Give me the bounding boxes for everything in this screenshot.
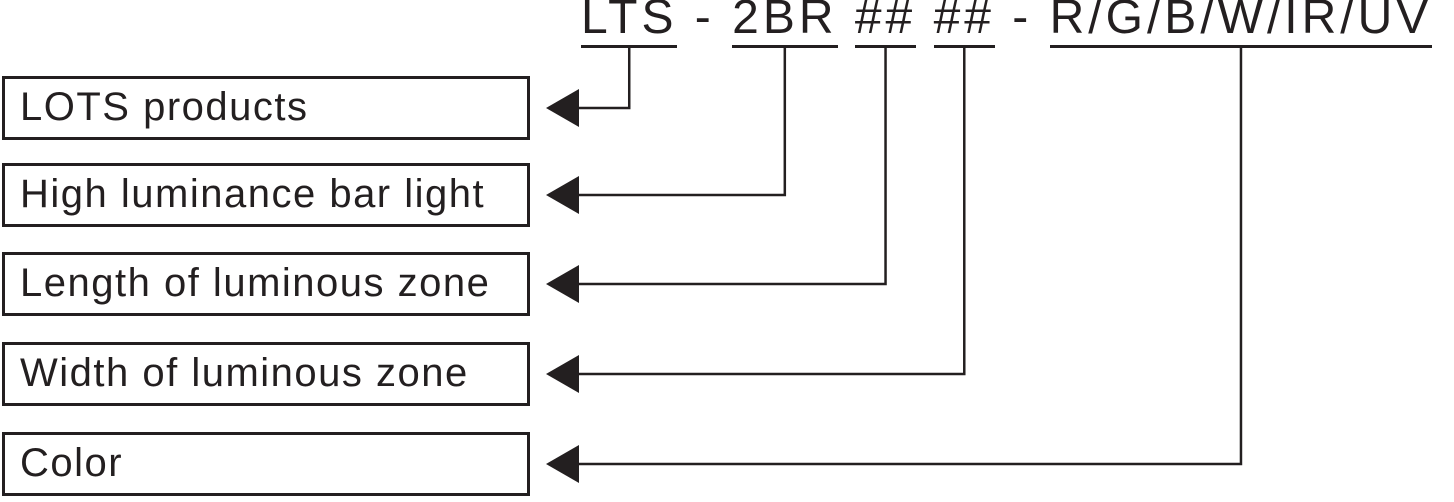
arrowhead-left-icon [546, 355, 579, 393]
arrowhead-left-icon [546, 265, 579, 303]
legend-box-lots-products: LOTS products [2, 76, 530, 140]
connector-line-5 [577, 47, 1243, 466]
legend-label: Length of luminous zone [20, 260, 491, 305]
legend-label: LOTS products [20, 84, 309, 129]
code-segment-sep: ## [854, 0, 917, 48]
legend-box-high-luminance-bar-light: High luminance bar light [2, 163, 530, 227]
code-separator: - [677, 0, 733, 44]
legend-label: Width of luminous zone [20, 350, 469, 395]
connector-line-2 [577, 47, 787, 197]
legend-label: Color [20, 440, 124, 485]
code-separator: - [994, 0, 1050, 44]
code-segment-sep: ## [933, 0, 995, 48]
legend-box-color: Color [2, 432, 530, 496]
connector-line-3 [577, 47, 887, 286]
code-segment-r-g-b-w-ir-uv: R/G/B/W/IR/UV [1049, 0, 1433, 48]
code-separator [838, 0, 855, 45]
legend-box-length-of-luminous-zone: Length of luminous zone [2, 252, 530, 316]
arrowhead-left-icon [546, 89, 579, 127]
legend-box-width-of-luminous-zone: Width of luminous zone [2, 342, 530, 406]
connector-line-4 [577, 47, 966, 376]
legend-label: High luminance bar light [20, 171, 486, 216]
arrowhead-left-icon [546, 445, 579, 483]
arrowhead-left-icon [546, 176, 579, 214]
connector-line-1 [577, 47, 631, 110]
code-separator [916, 0, 933, 45]
code-segment-lts: LTS [581, 0, 678, 48]
code-segment-2br: 2BR [732, 0, 838, 48]
product-code: LTS - 2BR ## ## - R/G/B/W/IR/UV [581, 0, 1433, 48]
